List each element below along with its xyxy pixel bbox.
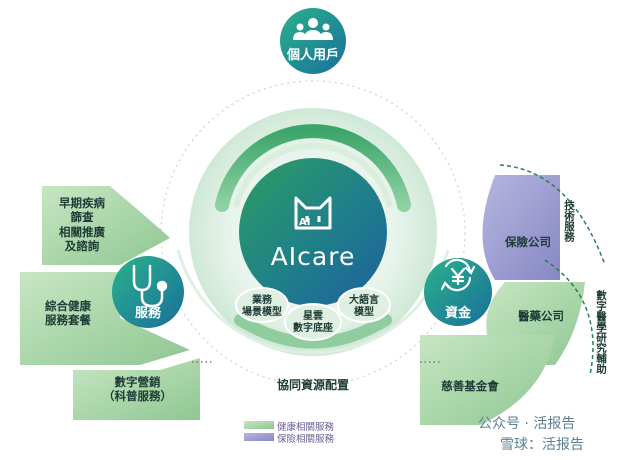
- hub-top-label: 個人用戶: [286, 48, 339, 63]
- hub-left-circle: [112, 256, 184, 328]
- pill-business-model-label: 業務 場景模型: [242, 295, 282, 318]
- pill-llm-label: 大語言 模型: [349, 295, 379, 318]
- hub-left-label: 服務: [134, 306, 161, 321]
- legend-swatch-health: [244, 421, 274, 429]
- left-segment-1-label: 早期疾病 篩查 相關推廣 及諮詢: [59, 196, 105, 254]
- outer-orbit: [160, 80, 466, 386]
- upper-arc: [215, 124, 411, 212]
- stethoscope-icon: [132, 264, 168, 308]
- right-segment-charity-label: 慈善基金會: [441, 379, 499, 393]
- hub-top-circle: [280, 8, 346, 74]
- logo-text: AIcare: [270, 242, 356, 271]
- legend-insurance-label: 保險相關服務: [277, 434, 335, 445]
- left-segment-3-label: 數字營銷 （科普服務）: [103, 375, 172, 403]
- outer-tech-label: 技術服務: [563, 200, 575, 242]
- legend-item-health: 健康相關服務: [244, 419, 334, 433]
- left-segment-2-shape: [20, 272, 190, 365]
- lower-orbit-arc: [176, 249, 450, 355]
- right-segment-pharma-label: 醫藥公司: [518, 309, 564, 323]
- aicare-core: [239, 158, 387, 306]
- watermark-line-2: 雪球：活报告: [500, 437, 584, 453]
- upper-arc-inner: [233, 142, 393, 208]
- right-segment-charity-shape: [420, 335, 555, 425]
- pill-llm: [337, 287, 391, 323]
- bottom-arc: [234, 314, 392, 349]
- legend-health-label: 健康相關服務: [277, 422, 335, 433]
- pill-digital-base-label: 星雲 數字底座: [293, 311, 333, 334]
- hub-right-circle: [424, 258, 492, 326]
- outer-arc-tech: [499, 164, 606, 266]
- legend-item-insurance: 保險相關服務: [244, 431, 334, 445]
- logo-small-text: AI: [299, 217, 311, 228]
- outer-research-label: 數字醫學研究輔助: [595, 290, 607, 374]
- yen-refresh-icon: [440, 258, 476, 292]
- watermark-line-1: 公众号 · 活报告: [478, 416, 576, 432]
- pill-digital-base: [284, 303, 342, 341]
- right-segment-insurance-label: 保險公司: [505, 235, 551, 249]
- left-segment-2-label: 綜合健康 服務套餐: [45, 299, 91, 327]
- right-segment-insurance-shape: [482, 175, 560, 280]
- users-icon: [293, 18, 333, 40]
- cat-logo-icon: [294, 196, 332, 230]
- hub-right-label: 資金: [444, 306, 471, 321]
- left-segment-1-shape: [42, 186, 170, 265]
- legend-swatch-insurance: [244, 433, 274, 441]
- outer-arc-research: [544, 259, 594, 376]
- pill-business-model: [235, 287, 289, 323]
- left-segment-3-shape: [73, 358, 200, 420]
- arc-label: 協同資源配置: [276, 378, 349, 392]
